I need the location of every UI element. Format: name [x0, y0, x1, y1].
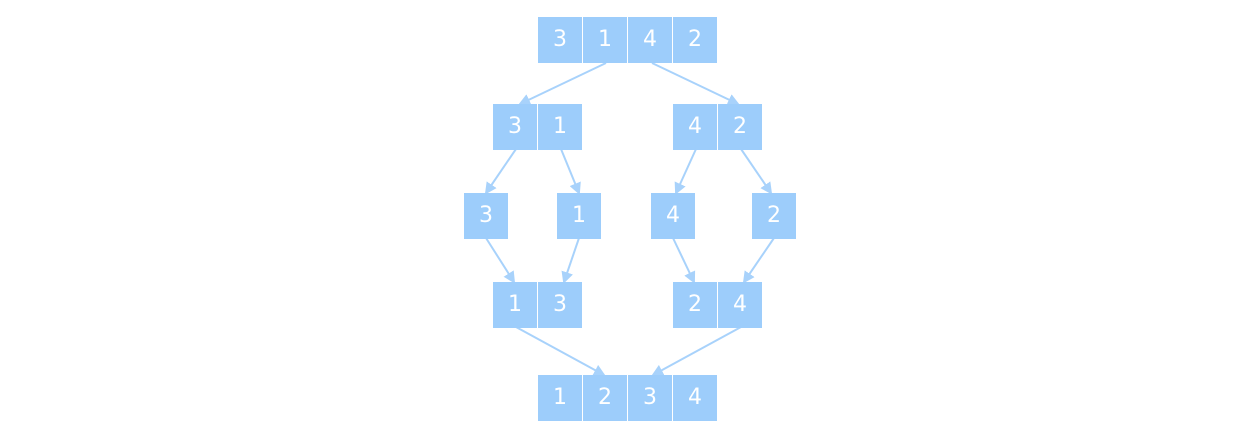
- array-cell: 2: [583, 375, 627, 421]
- array-single: 1: [557, 193, 601, 239]
- array-cell: 3: [493, 104, 537, 150]
- array-single: 4: [651, 193, 695, 239]
- array-cell: 1: [538, 375, 582, 421]
- array-cell: 3: [538, 282, 582, 328]
- array-cell: 2: [673, 282, 717, 328]
- arrow-24-to-root: [651, 326, 742, 376]
- array-cell: 2: [673, 17, 717, 63]
- arrow-root-to-right: [651, 62, 740, 106]
- array-cell: 4: [628, 17, 672, 63]
- arrow-1-to-13: [561, 237, 580, 284]
- array-cell: 2: [752, 193, 796, 239]
- array-cell: 3: [464, 193, 508, 239]
- arrow-31-to-3: [484, 148, 517, 195]
- array-cell: 3: [538, 17, 582, 63]
- array-merge-right: 2 4: [673, 282, 762, 328]
- arrow-42-to-4: [674, 148, 697, 195]
- array-single: 2: [752, 193, 796, 239]
- array-cell: 4: [673, 375, 717, 421]
- arrow-2-to-24: [742, 237, 775, 284]
- arrow-3-to-13: [485, 237, 516, 284]
- array-merge-left: 1 3: [493, 282, 582, 328]
- array-cell: 2: [718, 104, 762, 150]
- arrow-31-to-1: [560, 148, 581, 195]
- array-cell: 4: [673, 104, 717, 150]
- array-cell: 4: [718, 282, 762, 328]
- array-cell: 3: [628, 375, 672, 421]
- array-cell: 1: [583, 17, 627, 63]
- array-cell: 1: [493, 282, 537, 328]
- arrow-42-to-2: [740, 148, 773, 195]
- array-cell: 4: [651, 193, 695, 239]
- array-cell: 1: [557, 193, 601, 239]
- array-sorted: 1 2 3 4: [538, 375, 717, 421]
- array-split-left: 3 1: [493, 104, 582, 150]
- arrow-root-to-left: [518, 62, 607, 106]
- array-split-right: 4 2: [673, 104, 762, 150]
- array-root: 3 1 4 2: [538, 17, 717, 63]
- array-cell: 1: [538, 104, 582, 150]
- arrow-4-to-24: [672, 237, 696, 284]
- array-single: 3: [464, 193, 508, 239]
- arrow-13-to-root: [515, 326, 606, 376]
